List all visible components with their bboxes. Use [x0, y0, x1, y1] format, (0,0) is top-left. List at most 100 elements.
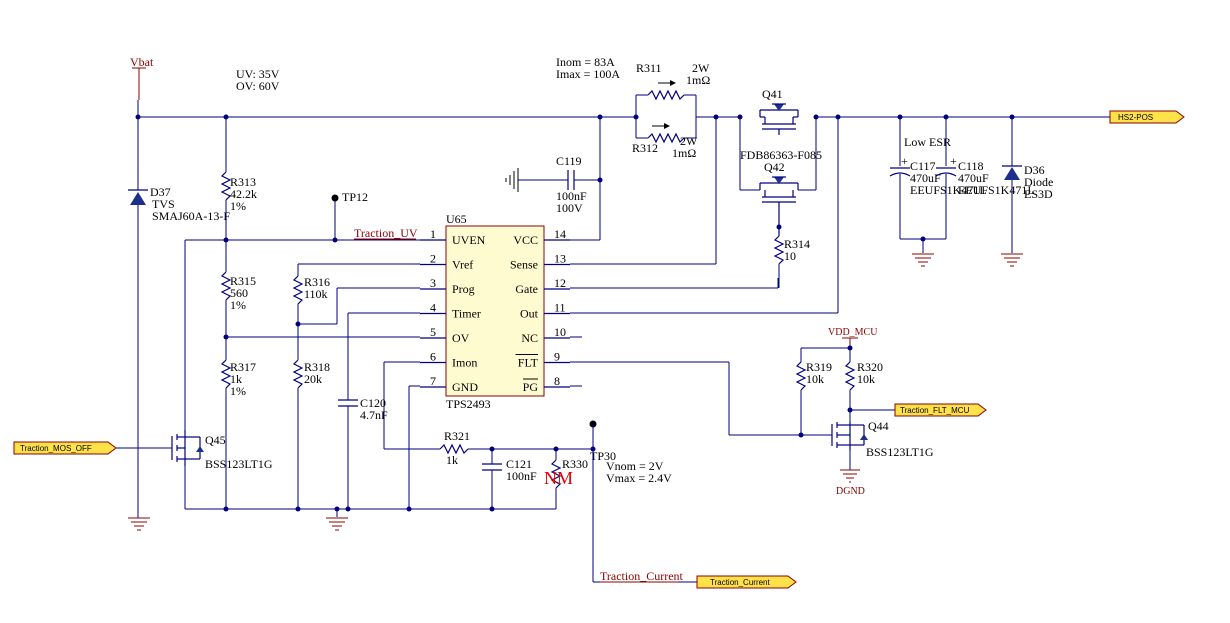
r314-resistor[interactable]: R314 10: [773, 235, 810, 288]
r330-resistor[interactable]: R330 NM: [544, 449, 588, 509]
r312-resistor[interactable]: R312 2W 1mΩ: [632, 123, 698, 160]
r320-value: 10k: [857, 372, 875, 386]
traction-flt-mcu-port[interactable]: Traction_FLT_MCU: [894, 403, 987, 417]
ic-pin-name: VCC: [513, 233, 538, 247]
tp30-ref: TP30: [590, 449, 616, 463]
r315-ref: R315: [230, 274, 256, 288]
r320-resistor[interactable]: R320 10k: [844, 348, 883, 422]
r312-ref: R312: [632, 141, 658, 155]
c121-ref: C121: [506, 457, 532, 471]
c118-value: 470uF: [958, 171, 989, 185]
c120-capacitor[interactable]: C120 4.7nF: [338, 396, 388, 509]
traction-mos-off-port[interactable]: Traction_MOS_OFF: [13, 441, 117, 455]
ic-pin-ov[interactable]: 5 OV: [420, 325, 470, 345]
r318-ref: R318: [304, 360, 330, 374]
q44-mosfet[interactable]: Q44 BSS123LT1G: [831, 419, 934, 470]
vbat-net: Vbat: [130, 55, 154, 117]
q42-mosfet[interactable]: Q42: [740, 160, 816, 236]
ic-pin-number: 9: [554, 350, 560, 364]
vdd-mcu-label: VDD_MCU: [828, 327, 878, 338]
r312-value: 1mΩ: [672, 146, 696, 160]
ic-pin-name: OV: [452, 331, 470, 345]
d37-part: SMAJ60A-13-F: [152, 209, 230, 223]
ic-pin-name: UVEN: [452, 233, 486, 247]
r319-resistor[interactable]: R319 10k: [795, 348, 832, 435]
d36-diode[interactable]: D36 Diode ES3D: [1002, 117, 1053, 253]
tp12-testpoint[interactable]: TP12: [331, 190, 369, 240]
ic-pin-number: 14: [554, 227, 566, 241]
r311-ref: R311: [636, 61, 662, 75]
c118-part: EEUFS1K471L: [958, 183, 1035, 197]
note-inom: Inom = 83A: [556, 55, 615, 69]
d36-part: ES3D: [1024, 187, 1053, 201]
ic-pin-sense[interactable]: 13 Sense: [510, 252, 570, 272]
tp12-ref: TP12: [342, 190, 368, 204]
r330-ref: R330: [562, 457, 588, 471]
r315-resistor[interactable]: R315 560 1%: [220, 271, 256, 360]
c120-value: 4.7nF: [360, 408, 388, 422]
u65-part: TPS2493: [446, 397, 491, 411]
r317-tol: 1%: [230, 384, 246, 398]
ic-pin-number: 13: [554, 252, 566, 266]
ic-pin-number: 8: [554, 374, 560, 388]
ic-pin-pg[interactable]: 8 PG: [523, 374, 570, 394]
ic-pin-vcc[interactable]: 14 VCC: [513, 227, 570, 247]
r313-resistor[interactable]: R313 42.2k 1%: [220, 117, 257, 272]
tp30-testpoint[interactable]: TP30: [589, 420, 617, 464]
c117-capacitor[interactable]: + C117 470uF EEUFS1K471L: [889, 154, 987, 197]
note-imax: Imax = 100A: [556, 67, 620, 81]
c119-capacitor[interactable]: C119 100nF 100V: [518, 154, 600, 215]
r321-resistor[interactable]: R321 1k: [439, 429, 470, 467]
d37-tvs-diode[interactable]: D37 TVS SMAJ60A-13-F: [128, 117, 230, 518]
traction-current-port-label: Traction_Current: [710, 578, 771, 587]
ic-pin-number: 3: [430, 276, 436, 290]
ic-pin-number: 6: [430, 350, 436, 364]
r318-resistor[interactable]: R318 20k: [292, 359, 330, 509]
ic-pin-number: 5: [430, 325, 436, 339]
ground-symbol-caps: [912, 253, 934, 267]
r311-value: 1mΩ: [686, 73, 710, 87]
r316-resistor[interactable]: R316 110k: [292, 275, 330, 360]
dgnd-label: DGND: [836, 486, 865, 497]
ic-pin-number: 7: [430, 374, 436, 388]
r317-value: 1k: [230, 372, 242, 386]
q45-ref: Q45: [205, 433, 226, 447]
d37-type: TVS: [152, 197, 175, 211]
q41-mosfet[interactable]: Q41 FDB86363-F085: [740, 87, 822, 162]
traction-mos-off-port-label: Traction_MOS_OFF: [20, 444, 92, 453]
ic-pin-name: Sense: [510, 258, 538, 272]
traction-current-net-label: Traction_Current: [600, 569, 684, 583]
ic-pin-name: Prog: [452, 282, 475, 296]
c118-capacitor[interactable]: + C118 470uF EEUFS1K471L: [935, 154, 1035, 197]
ic-pin-name: PG: [523, 380, 539, 394]
c121-capacitor[interactable]: C121 100nF: [482, 449, 537, 509]
r317-resistor[interactable]: R317 1k 1%: [220, 359, 256, 509]
traction-current-port[interactable]: Traction_Current: [696, 575, 797, 589]
c118-ref: C118: [958, 159, 984, 173]
ic-pin-prog[interactable]: 3 Prog: [420, 276, 475, 296]
hs2-pos-port[interactable]: HS2-POS: [1109, 110, 1185, 124]
q45-mosfet[interactable]: Q45 BSS123LT1G: [116, 430, 273, 509]
r318-value: 20k: [304, 372, 322, 386]
note-vmax: Vmax = 2.4V: [606, 471, 672, 485]
r314-value: 10: [784, 249, 796, 263]
ic-pin-name: Timer: [452, 307, 481, 321]
r315-tol: 1%: [230, 298, 246, 312]
c118-plus: +: [950, 154, 957, 168]
ic-pin-name: NC: [521, 331, 538, 345]
note-ov: OV: 60V: [236, 79, 280, 93]
r311-resistor[interactable]: R311 2W 1mΩ: [636, 61, 710, 101]
r319-ref: R319: [806, 360, 832, 374]
